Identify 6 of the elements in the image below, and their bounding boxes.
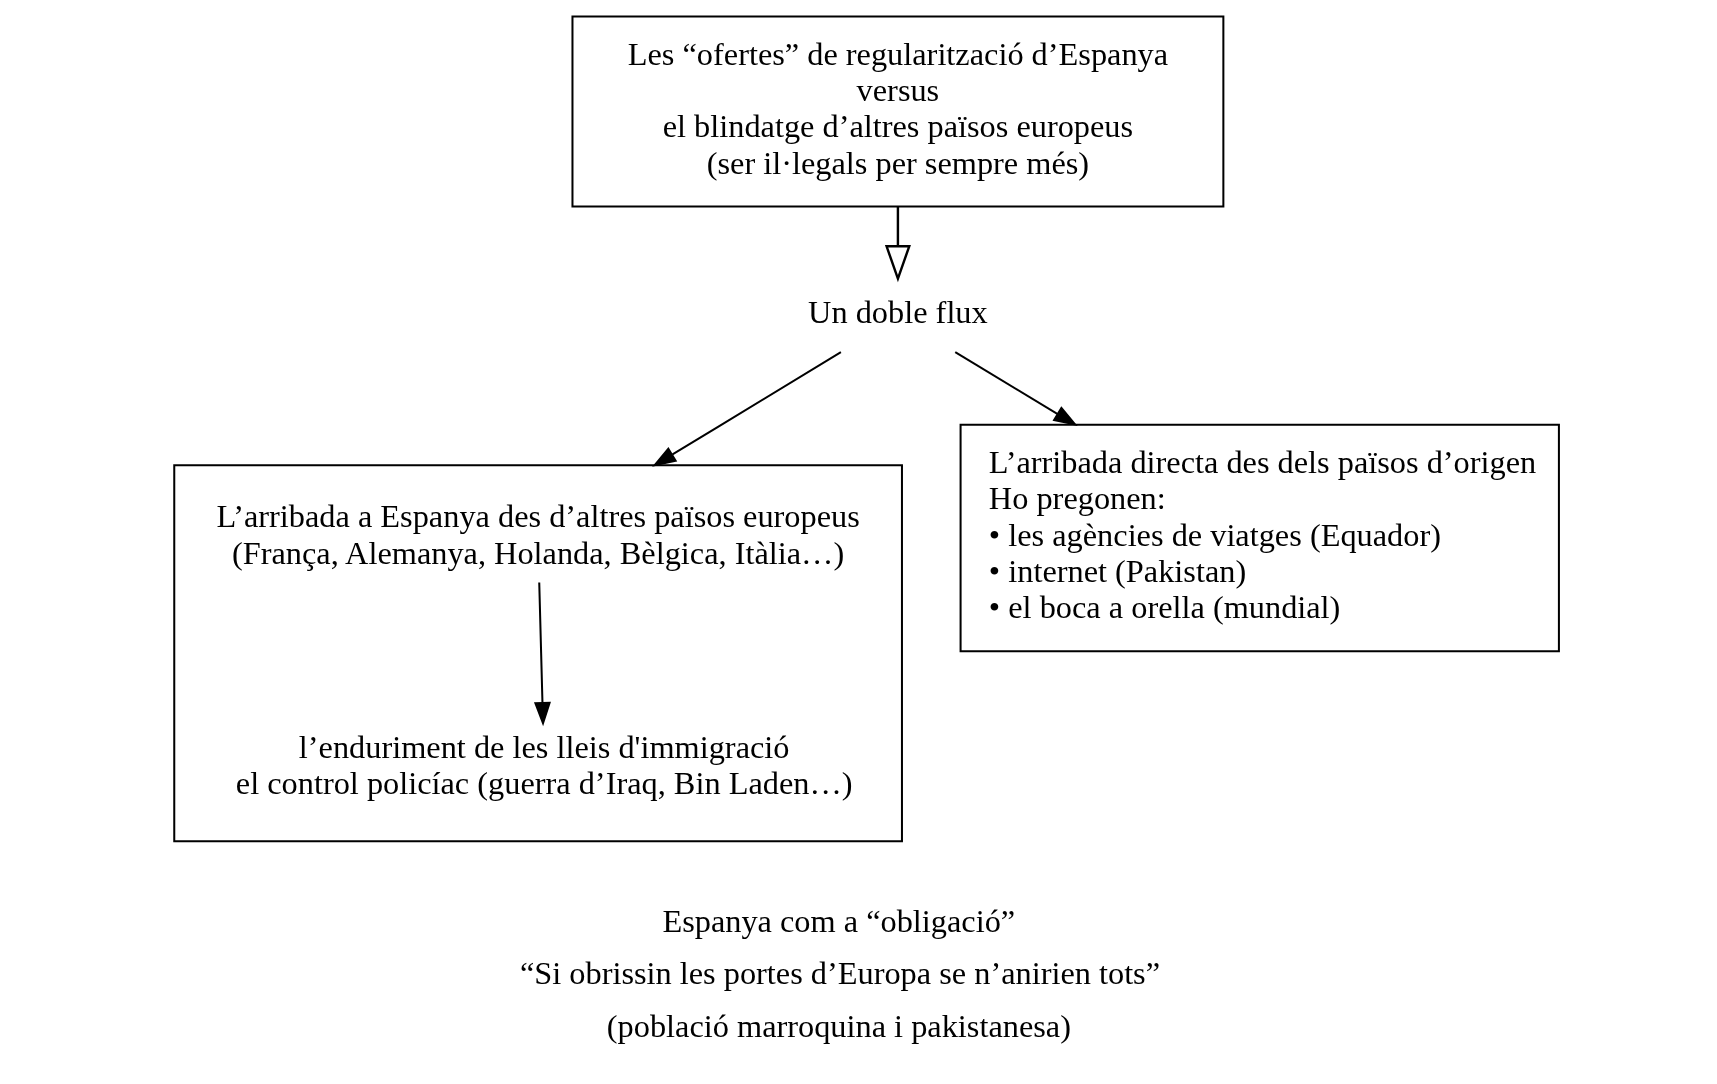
label: “Si obrissin les portes d’Europa se n’anirien tots” — [519, 955, 1161, 992]
node-text: l’enduriment de les lleis d'immigració el control policíac (guerra d’Iraq, Bin Laden…) — [235, 728, 853, 802]
label: (població marroquina i pakistanesa) — [606, 1007, 1071, 1044]
label: Espanya com a “obligació” — [662, 902, 1016, 939]
node-text: L’arribada a Espanya des d’altres països europeus (França, Alemanya, Holanda, Bèlgica, Itàlia…) — [216, 498, 860, 571]
node-text: Un doble flux — [808, 294, 988, 331]
